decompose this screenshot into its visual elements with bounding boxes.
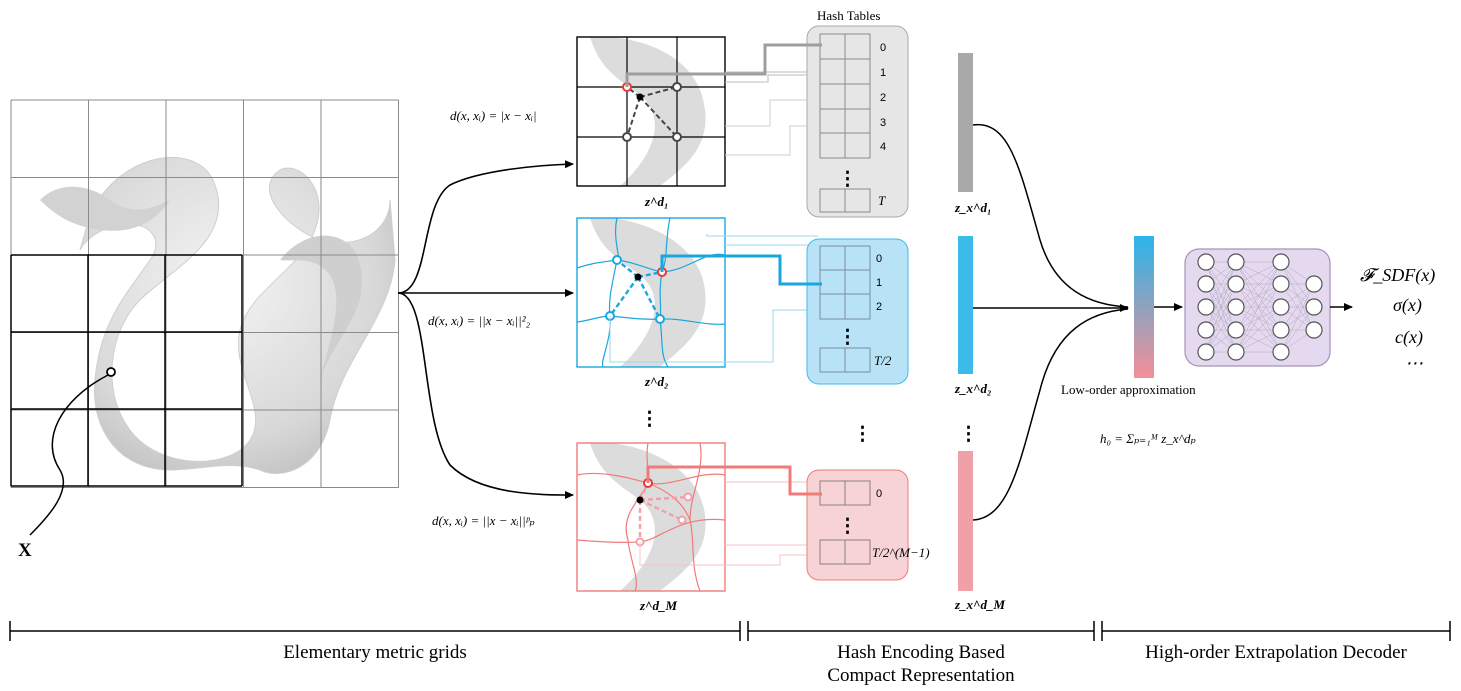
- mlp-node: [1272, 275, 1290, 293]
- feature-bar-1: [958, 53, 973, 192]
- grid-ellipsis: ⋮: [640, 409, 659, 430]
- section-label-decoder: High-order Extrapolation Decoder: [1145, 642, 1407, 663]
- hash-table-1: ⋮ 0 1 2 3 4 T: [625, 25, 909, 218]
- svg-text:⋮: ⋮: [838, 327, 857, 348]
- output-ellipsis: ⋯: [1405, 353, 1423, 373]
- output-sdf: 𝓕_SDF(x): [1360, 265, 1435, 286]
- input-label: X: [18, 540, 32, 561]
- section-brackets: [9, 621, 1451, 641]
- mlp-node: [1227, 253, 1245, 271]
- mlp-node: [1227, 321, 1245, 339]
- metric-formula-2: d(x, xᵢ) = ||x − xᵢ||²₂: [428, 313, 531, 328]
- section-label-hash-1: Hash Encoding Based: [837, 642, 1005, 663]
- svg-text:3: 3: [880, 117, 886, 129]
- feature-label-1: z_x^d₁: [954, 200, 992, 215]
- output-density: σ(x): [1393, 295, 1422, 316]
- mlp-node: [1227, 298, 1245, 316]
- metric-grid-3: [576, 442, 726, 592]
- svg-text:2: 2: [880, 92, 886, 104]
- h0-formula: h₀ = Σₚ₌₁ᴹ z_x^dₚ: [1100, 431, 1196, 446]
- hash-tables-title: Hash Tables: [817, 8, 880, 23]
- latent-label-2: z^d₂: [644, 374, 669, 389]
- feature-bar-2: [958, 236, 973, 374]
- approximation-label: Low-order approximation: [1061, 382, 1196, 397]
- big-grid-with-dragon: X: [10, 99, 399, 561]
- dragon-illustration: [40, 156, 396, 474]
- svg-text:⋮: ⋮: [838, 516, 857, 537]
- svg-text:0: 0: [876, 253, 882, 265]
- table-ellipsis: ⋮: [853, 424, 872, 445]
- coarse-grid-lines: [10, 254, 243, 487]
- metric-formula-1: d(x, xᵢ) = |x − xᵢ|: [450, 108, 537, 123]
- mlp-node: [1305, 321, 1323, 339]
- svg-text:1: 1: [876, 277, 882, 289]
- approximation-bar: [1134, 236, 1154, 378]
- section-label-hash-2: Compact Representation: [827, 665, 1015, 686]
- mlp-node: [1272, 321, 1290, 339]
- feature-bar-3: [958, 451, 973, 591]
- svg-text:T/2^(M−1): T/2^(M−1): [872, 545, 930, 560]
- mlp-node: [1272, 253, 1290, 271]
- mlp-node: [1227, 343, 1245, 361]
- mlp-decoder: [1184, 248, 1331, 367]
- feature-label-3: z_x^d_M: [954, 597, 1005, 612]
- mlp-node: [1305, 298, 1323, 316]
- merge-arrows: [972, 124, 1129, 521]
- latent-label-1: z^d₁: [644, 194, 669, 209]
- mlp-node: [1272, 298, 1290, 316]
- hash-table-3: ⋮ 0 T/2^(M−1): [639, 465, 930, 581]
- svg-text:0: 0: [876, 488, 882, 500]
- branch-arrows: [397, 160, 574, 499]
- metric-grid-2: [576, 217, 726, 368]
- hash-table-2: ⋮ 0 1 2 T/2: [609, 234, 909, 385]
- section-label-grids: Elementary metric grids: [283, 642, 467, 663]
- svg-text:⋮: ⋮: [838, 169, 857, 190]
- mlp-node: [1227, 275, 1245, 293]
- mlp-node: [1197, 275, 1215, 293]
- output-color: c(x): [1395, 327, 1423, 348]
- latent-label-3: z^d_M: [639, 598, 677, 613]
- mlp-node: [1197, 343, 1215, 361]
- query-point: [106, 367, 116, 377]
- svg-text:T/2: T/2: [874, 353, 892, 368]
- mlp-node: [1197, 298, 1215, 316]
- svg-text:0: 0: [880, 42, 886, 54]
- svg-text:1: 1: [880, 67, 886, 79]
- feature-vectors: z_x^d₁ z_x^d₂ ⋮ z_x^d_M: [954, 53, 1005, 612]
- svg-text:4: 4: [880, 141, 886, 153]
- svg-text:2: 2: [876, 301, 882, 313]
- mlp-node: [1272, 343, 1290, 361]
- mlp-node: [1305, 275, 1323, 293]
- svg-text:T: T: [878, 193, 886, 208]
- mlp-node: [1197, 321, 1215, 339]
- feature-ellipsis: ⋮: [959, 424, 978, 445]
- metric-grid-1: [576, 36, 726, 187]
- mlp-node: [1197, 253, 1215, 271]
- feature-label-2: z_x^d₂: [954, 381, 992, 396]
- metric-formula-3: d(x, xᵢ) = ||x − xᵢ||ᵖₚ: [432, 513, 535, 528]
- query-leader-line: [29, 374, 109, 536]
